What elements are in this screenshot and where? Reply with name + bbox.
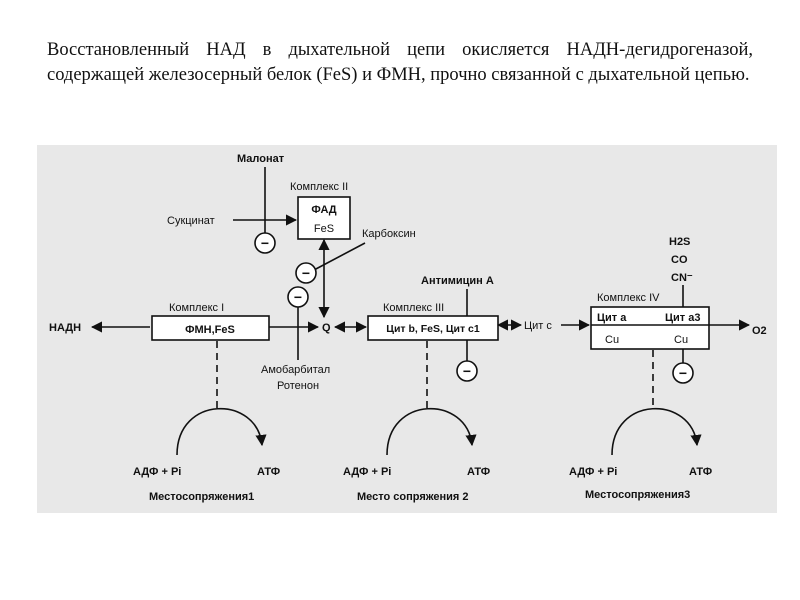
svg-text:−: − [679, 365, 687, 381]
intro-paragraph: Восстановленный НАД в дыхательной цепи о… [47, 40, 753, 85]
carboxin-inhibit-icon: − [295, 262, 317, 284]
amobarbital-inhibit-icon: − [287, 286, 309, 308]
succinate-label: Сукцинат [167, 215, 215, 227]
cn-label: CN⁻ [671, 272, 693, 284]
complex2-fad: ФАД [311, 204, 336, 216]
cyanide-inhibit-icon: − [672, 362, 694, 384]
site3-label: Местосопряжения3 [585, 489, 690, 501]
complex4-cyt-a: Цит a [597, 312, 627, 324]
diagram-panel: Малонат − Комплекс II ФАД FeS Сукцинат К… [37, 145, 777, 513]
svg-text:−: − [302, 265, 310, 281]
malonate-inhibit-icon: − [254, 232, 276, 254]
complex1-box [151, 315, 270, 341]
complex1-content: ФМН,FeS [185, 324, 235, 336]
rotenone-label: Ротенон [277, 380, 319, 392]
site1-adp: АДФ + Pi [133, 466, 181, 478]
o2-label: O2 [752, 325, 767, 337]
site1-arc-arrow [176, 407, 267, 456]
complex4-title: Комплекс IV [597, 292, 660, 304]
carboxin-line [313, 242, 366, 271]
complex3-box [367, 315, 499, 341]
site2-adp: АДФ + Pi [343, 466, 391, 478]
complex4-box [590, 306, 710, 350]
co-label: CO [671, 254, 688, 266]
site3-arc-arrow [611, 407, 702, 456]
antimycin-label: Антимицин А [421, 275, 494, 287]
antimycin-inhibit-icon: − [456, 360, 478, 382]
site1-label: Местосопряжения1 [149, 491, 254, 503]
carboxin-label: Карбоксин [362, 228, 416, 240]
cytc-label: Цит с [524, 320, 552, 332]
svg-text:−: − [294, 289, 302, 305]
complex1-title: Комплекс I [169, 302, 224, 314]
site2-atp: АТФ [467, 466, 490, 478]
svg-text:−: − [261, 235, 269, 251]
h2s-label: H2S [669, 236, 690, 248]
site2-label: Место сопряжения 2 [357, 491, 469, 503]
site3-adp: АДФ + Pi [569, 466, 617, 478]
complex4-cu-1: Cu [605, 334, 619, 346]
site2-arc-arrow [386, 407, 477, 456]
complex3-title: Комплекс III [383, 302, 444, 314]
site1-atp: АТФ [257, 466, 280, 478]
q-label: Q [322, 322, 331, 334]
site3-atp: АТФ [689, 466, 712, 478]
malonate-label: Малонат [237, 153, 285, 165]
amobarbital-label: Амобарбитал [261, 364, 330, 376]
complex4-cyt-a3: Цит a3 [665, 312, 700, 324]
complex3-content: Цит b, FeS, Цит c1 [386, 323, 480, 335]
complex2-fes: FeS [314, 223, 334, 235]
svg-text:−: − [463, 363, 471, 379]
nadh-label: НАДН [49, 322, 81, 334]
complex4-cu-2: Cu [674, 334, 688, 346]
respiratory-chain-diagram: Малонат − Комплекс II ФАД FeS Сукцинат К… [49, 153, 767, 503]
complex2-title: Комплекс II [290, 181, 348, 193]
complex2-box [297, 196, 351, 240]
